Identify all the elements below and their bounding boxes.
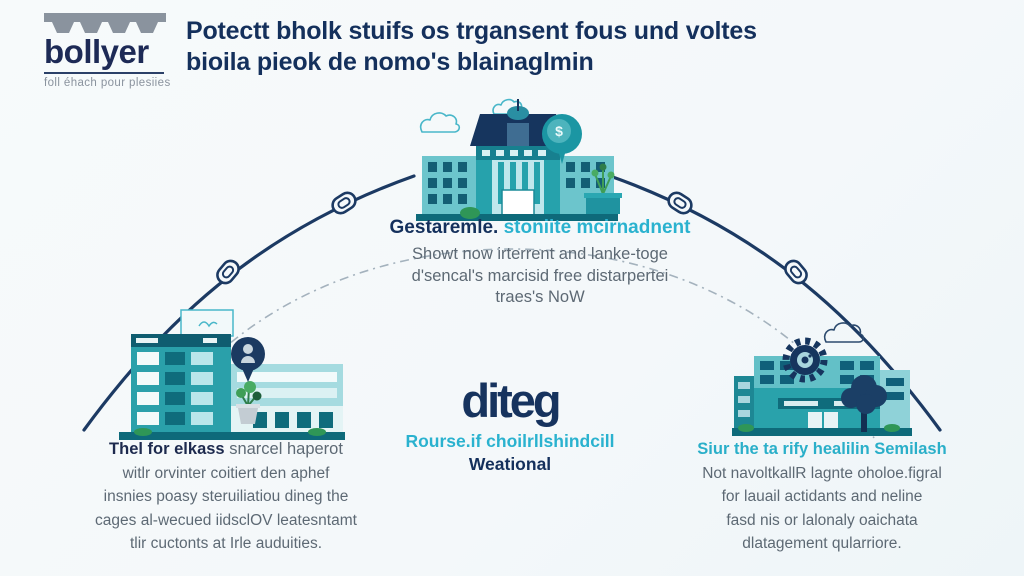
rooftop-box bbox=[180, 309, 234, 337]
factory-building-illustration bbox=[732, 322, 912, 436]
left-node-line: witlr orvinter coitiert den aphef bbox=[122, 464, 330, 482]
battlement-logo-icon bbox=[44, 13, 166, 33]
right-node-line: dlatagement qularriore. bbox=[742, 535, 902, 552]
left-node-text: Thel for elkass snarcel haperot witlr or… bbox=[56, 438, 396, 556]
left-node-line: tlir cuctonts at Irle auduities. bbox=[129, 535, 323, 552]
right-node-heading: Siur the ta rify healilin Semilash bbox=[697, 440, 947, 458]
logo-tagline: foll éhach pour plesiies bbox=[44, 77, 171, 89]
left-node-heading-bold: Thel for elkass bbox=[109, 440, 225, 458]
chain-link-icon bbox=[331, 191, 357, 215]
logo-wordmark: bollyer bbox=[44, 33, 149, 70]
logo-divider bbox=[44, 72, 164, 74]
top-node-line: traes's NoW bbox=[495, 288, 585, 306]
grass-tuft bbox=[134, 428, 152, 436]
top-node-line: Showt now irterrent and lanke-toge bbox=[412, 245, 668, 263]
building-base bbox=[119, 432, 345, 440]
left-node-heading: Thel for elkass snarcel haperot bbox=[56, 438, 396, 462]
page-title: Potectt bholk stuifs os trgansent fous u… bbox=[186, 16, 806, 78]
left-node-line: cages al-wecued iidsclOV leatesntamt bbox=[95, 511, 357, 529]
center-node-subline-teal: Rourse.if choilrllshindcill bbox=[405, 431, 615, 451]
door bbox=[824, 412, 838, 430]
tower-sign-band bbox=[131, 334, 231, 347]
top-node-text: Gestaremle. stoniite mcirnadnent Showt n… bbox=[370, 216, 710, 309]
center-node-subline-dark: Weational bbox=[468, 454, 552, 474]
right-node-line: for lauail actidants and neline bbox=[721, 488, 923, 505]
logo: bollyer foll éhach pour plesiies bbox=[44, 13, 234, 89]
left-node-heading-rest: snarcel haperot bbox=[224, 440, 343, 458]
top-node-heading-teal: stoniite mcirnadnent bbox=[498, 217, 691, 238]
tree-icon bbox=[841, 375, 887, 432]
map-pin-icon bbox=[231, 337, 265, 382]
chain-link-icon bbox=[216, 259, 240, 285]
entrance-door bbox=[501, 189, 535, 217]
grass-tuft bbox=[884, 424, 900, 432]
right-node-line: fasd nis or lalonaly oaichata bbox=[726, 511, 918, 529]
shrub bbox=[460, 207, 480, 219]
left-wing bbox=[422, 156, 476, 216]
office-building-illustration bbox=[119, 309, 345, 440]
dollar-balloon-icon: $ bbox=[542, 114, 582, 164]
right-node-line: Not navoltkallR lagnte oholoe.figral bbox=[702, 464, 942, 482]
gear-icon bbox=[782, 337, 828, 383]
planter-box bbox=[584, 163, 622, 214]
grass-tuft bbox=[738, 424, 754, 432]
cloud-icon bbox=[823, 322, 865, 343]
tower-windows bbox=[137, 352, 213, 425]
sign-band bbox=[778, 398, 882, 409]
diteg-wordmark: diteg bbox=[461, 374, 561, 427]
top-node-line: d'sencal's marcisid free distarpertei bbox=[411, 266, 669, 285]
left-wing bbox=[734, 376, 754, 430]
top-node-heading-dark: Gestaremle. bbox=[389, 217, 499, 238]
top-node-heading: Gestaremle. stoniite mcirnadnent bbox=[370, 216, 710, 240]
chain-link-icon bbox=[667, 191, 693, 215]
right-node-text: Siur the ta rify healilin Semilash Not n… bbox=[650, 438, 995, 556]
building-base bbox=[416, 214, 618, 221]
title-line-2: bioila pieok de nomo's blainaglmin bbox=[186, 48, 594, 76]
dome bbox=[507, 106, 529, 120]
potted-plant bbox=[236, 381, 262, 424]
roof-panel bbox=[507, 123, 529, 146]
dashed-arc bbox=[149, 248, 875, 439]
center-node-text: diteg Rourse.if choilrllshindcill Weatio… bbox=[360, 376, 660, 475]
svg-text:$: $ bbox=[555, 123, 563, 139]
building-base bbox=[732, 428, 912, 436]
left-node-line: insnies poasy steruiliatiou dineg the bbox=[103, 488, 349, 505]
bank-building-illustration: $ bbox=[416, 98, 622, 221]
chain-link-icon bbox=[784, 259, 808, 285]
grass-tuft bbox=[308, 428, 326, 436]
title-line-1: Potectt bholk stuifs os trgansent fous u… bbox=[186, 17, 757, 45]
door bbox=[808, 412, 822, 430]
